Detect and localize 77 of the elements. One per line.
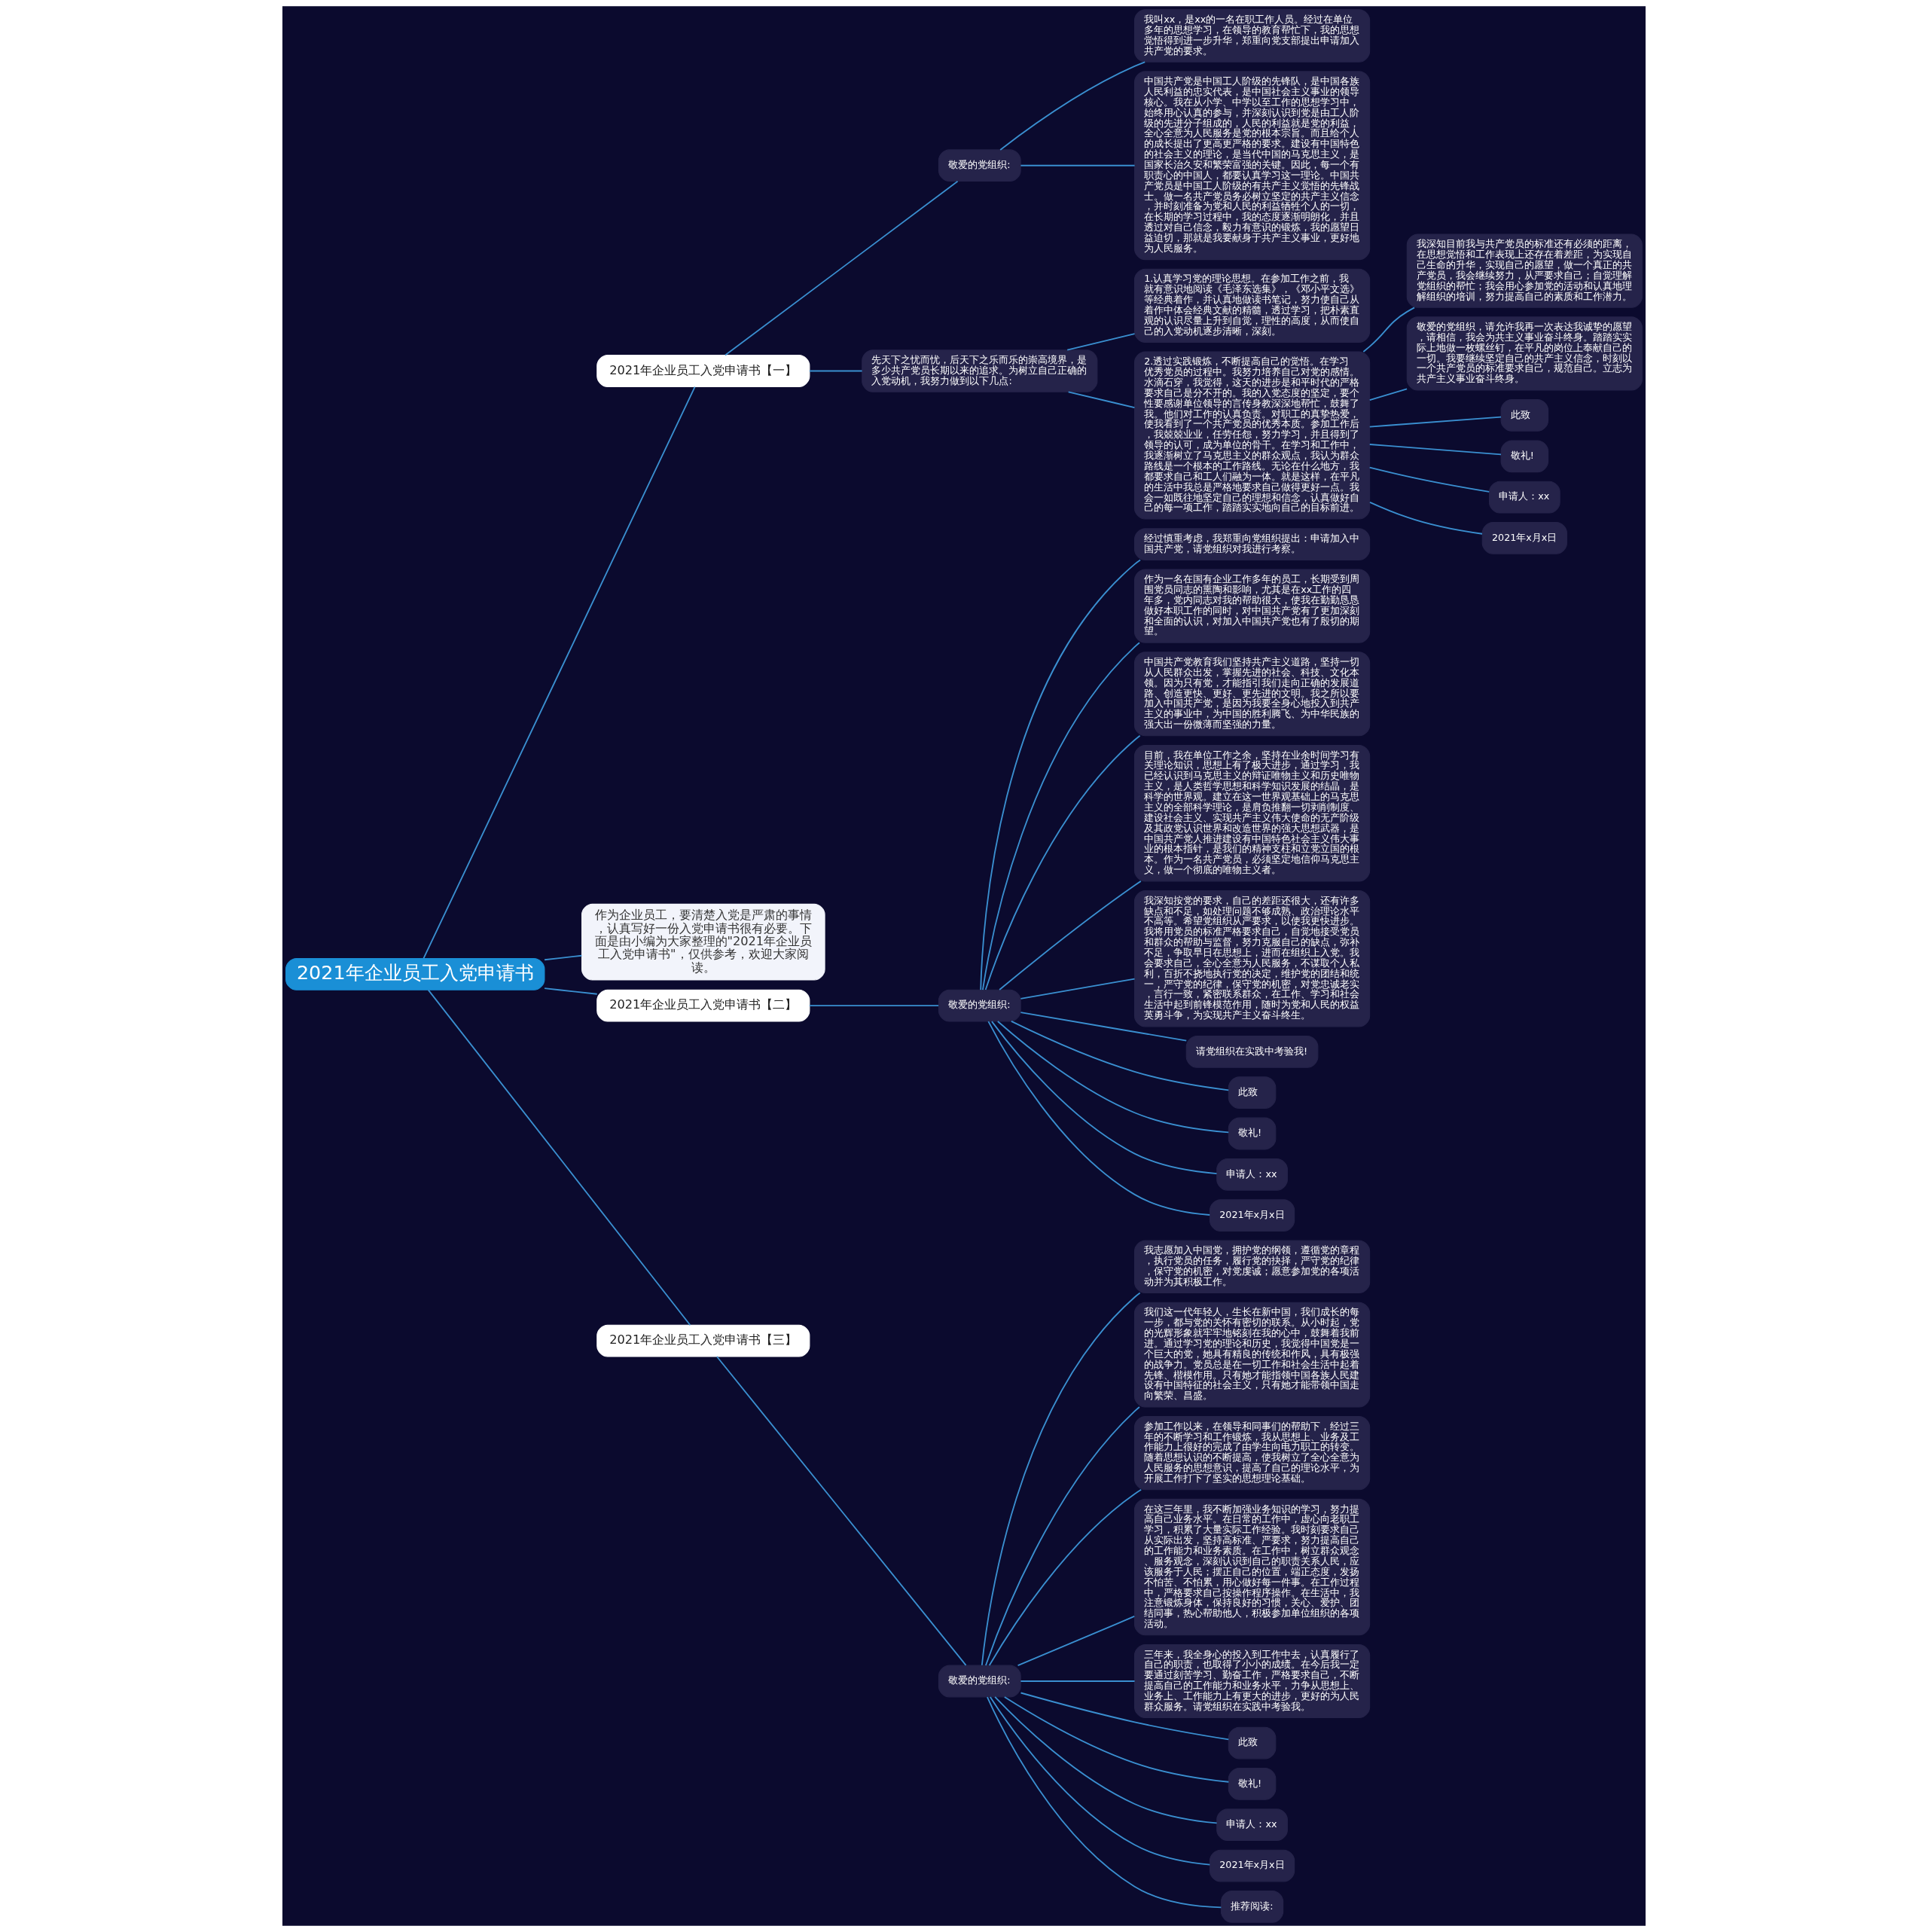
connector — [1003, 1696, 1230, 1783]
node-box: 先天下之忧而忧，后天下之乐而乐的崇高境界，是多少共产党员长期以来的追求。为树立自己正确的入党动机，我努力做到以下几点: — [862, 349, 1098, 392]
connector — [1368, 416, 1502, 428]
node-box: 此致 — [1228, 1076, 1277, 1109]
node-box: 2021年x月x日 — [1209, 1199, 1295, 1232]
connector — [996, 1021, 1230, 1134]
connector — [809, 370, 863, 372]
node-box: 我深知按党的要求，自己的差距还很大，还有许多缺点和不足，如处理问题不够成熟、政治理论水平不高等。希望党组织从严要求，以使我更快进步。我将用党员的标准严格要求自己，自觉地接受党员和群众的帮助与监督，努力克服自己的缺点，弥补不足，争取早日在思想上，进而在组织上入党。我会要求自己，全心全意为人民服务，不谋取个人私利，百折不挠地执行党的决定，维护党的团结和统一，严守党的纪律，保守党的机密，对党忠诚老实，言行一致，紧密联系群众，在工作、学习和社会生活中起到前锋模范作用，随时为党和人民的权益英勇斗争，为实现共产主义奋斗终生。 — [1133, 890, 1371, 1027]
connector — [1020, 1012, 1188, 1042]
node-box: 敬爱的党组织: — [938, 149, 1021, 182]
node-box: 作为企业员工，要清楚入党是严肃的事情，认真写好一份入党申请书很有必要。下面是由小编为大家整理的"2021年企业员工入党申请书"，仅供参考，欢迎大家阅读。 — [581, 903, 825, 981]
node-box: 申请人：xx — [1488, 481, 1560, 514]
node-box: 三年来，我全身心的投入到工作中去，认真履行了自己的职责，也取得了小小的成绩。在今后我一定要通过刻苦学习、勤奋工作，严格要求自己，不断提高自己的工作能力和业务水平，力争从思想上、业务上、工作能力上有更大的进步，更好的为人民群众服务。请党组织在实践中考验我。 — [1133, 1644, 1371, 1719]
connector — [987, 1021, 1211, 1216]
node-box: 2021年x月x日 — [1481, 522, 1567, 554]
node-box: 我志愿加入中国党，拥护党的纲领，遵循党的章程，执行党员的任务，履行党的抉择，严守党的纪律，保守党的机密，对党虔诚；愿意参加党的各项活动并为其积极工作。 — [1133, 1240, 1371, 1294]
node-box: 2021年x月x日 — [1209, 1849, 1295, 1882]
node-box: 目前，我在单位工作之余，坚持在业余时间学习有关理论知识，思想上有了极大进步，通过学习，我已经认识到马克思主义的辩证唯物主义和历史唯物主义，是人类哲学思想和科学知识发展的结晶，是科学的世界观。建立在这一世界观基础上的马克思主义的全部科学理论，是肩负推翻一切剥削制度、建设社会主义、实现共产主义伟大使命的无产阶级及其政党认识世界和改造世界的强大思想武器，是中国共产党人推进建设有中国特色社会主义伟大事业的根本指针，是我们的精神支柱和立党立国的根本。作为一名共产党员，必须坚定地信仰马克思主义，做一个彻底的唯物主义者。 — [1133, 744, 1371, 882]
node-box: 敬礼! — [1228, 1768, 1277, 1800]
connector — [1368, 388, 1408, 401]
node-box: 中国共产党教育我们坚持共产主义道路，坚持一切从人民群众出发，掌握先进的社会、科技、文化本领。因为只有党，才能指引我们走向正确的发展道路、创造更快、更好、更先进的文明。我之所以要加入中国共产党，是因为我要全身心地投入到共产主义的事业中，为中国的胜利腾飞、为中华民族的强大出一份微薄而坚强的力量。 — [1133, 652, 1371, 737]
node-box: 敬爱的党组织: — [938, 989, 1021, 1022]
connector — [1368, 466, 1490, 493]
connector — [985, 1406, 1140, 1666]
node-box: 2.透过实践锻炼，不断提高自己的觉悟。在学习优秀党员的过程中。我努力培养自己对党的感情。水滴石穿，我觉得，这天的进步是和平时代的严格要求自己是分不开的。我的入党态度的坚定，要个性要感谢单位领导的言传身教深深地帮忙，鼓舞了我。他们对工作的认真负责。对职工的真挚热爱，使我看到了一个共产党员的优秀本质。参加工作后，我兢兢业业，任劳任怨，努力学习，并且得到了领导的认可，成为单位的骨干。在学习和工作中，我逐渐树立了马克思主义的群众观点，我认为群众路线是一个根本的工作路线。无论在什么地方，我都要求自己和工人们融为一体。就是这样，在平凡的生活中我总是严格地要求自己做得更好一点。我会一如既往地坚定自己的理想和信念，认真做好自己的每一项工作，踏踏实实地向自己的目标前进。 — [1133, 351, 1371, 520]
connector — [984, 734, 1141, 990]
connector — [989, 1695, 1211, 1866]
node-box: 敬礼! — [1500, 440, 1549, 473]
node-box: 敬礼! — [1228, 1117, 1277, 1150]
connector — [1020, 164, 1136, 166]
connector — [1362, 307, 1415, 353]
connector — [988, 1488, 1142, 1666]
connector — [544, 987, 598, 995]
connector — [999, 61, 1146, 151]
node-box: 2021年企业员工入党申请书【一】 — [596, 355, 810, 387]
node-box: 此致 — [1228, 1726, 1277, 1760]
node-box: 中国共产党是中国工人阶级的先锋队，是中国各族人民利益的忠实代表，是中国社会主义事业的领导核心。我在从小学、中学以至工作的思想学习中，始终用心认真的参与，并深刻认识到党是由工人阶级的先进分子组成的，人民的利益就是党的利益，全心全意为人民服务是党的根本宗旨。而且给个人的成长提出了更高更严格的要求。建设有中国特色的社会主义的理论，是当代中国的马克思主义，是国家长治久安和繁荣富强的关键。因此，每一个有职责心的中国人，都要认真学习这一理论。中国共产党员是中国工人阶级的有共产主义觉悟的先锋战士。做一名共产党员务必树立坚定的共产主义信念，并时刻准备为党和人民的利益牺牲个人的一切，在长期的学习过程中，我的态度逐渐明朗化，并且透过对自己信念，毅力有意识的锻炼，我的愿望日益迫切，那就是我要献身于共产主义事业，更好地为人民服务。 — [1133, 71, 1371, 261]
connector — [1017, 1616, 1136, 1667]
node-box: 2021年企业员工入党申请书【三】 — [596, 1324, 810, 1357]
node-box: 推荐阅读: — [1220, 1890, 1284, 1923]
node-box: 我深知目前我与共产党员的标准还有必须的距离，在思想觉悟和工作表现上还存在着差距，为实现自己生命的升华，实现自己的愿望，做一个真正的共产党员，我会继续努力，从严要求自己；自觉理解党组织的帮忙；我会用心参加党的活动和认真地理解组织的培训，努力提高自己的素质和工作潜力。 — [1406, 233, 1643, 308]
connector — [809, 1005, 939, 1006]
node-box: 我叫xx，是xx的一名在职工作人员。经过在单位多年的思想学习，在领导的教育帮忙下，我的思想觉悟得到进一步升华，郑重向党支部提出申请加入共产党的要求。 — [1133, 9, 1371, 63]
node-box: 请党组织在实践中考验我! — [1185, 1035, 1319, 1068]
node-box: 在这三年里，我不断加强业务知识的学习，努力提高自己业务水平。在日常的工作中，虚心向老职工学习，积累了大量实际工作经验。我时刻要求自己从实际出发，坚持高标准、严要求，努力提高自己的工作能力和业务素质。在工作中，树立群众观念、服务观念，深刻认识到自己的职责关系人民，应该服务于人民；摆正自己的位置，端正态度，发扬不怕苦、不怕累，用心做好每一件事。在工作过程中，严格要求自己按操作程序操作。在生活中，我注意锻炼身体，保持良好的习惯，关心、爱护、团结同事，热心帮助他人，积极参加单位组织的各项活动。 — [1133, 1498, 1371, 1636]
connector — [1066, 333, 1136, 351]
node-box: 作为一名在国有企业工作多年的员工，长期受到周围党员同志的熏陶和影响，尤其是在xx工作的四年多，党内同志对我的帮助很大，使我在勤勤恳恳做好本职工作的同时，对中国共产党有了更加深刻和全面的认识，对加入中国共产党也有了殷切的期望。 — [1133, 569, 1371, 643]
connector — [423, 386, 696, 960]
node-box: 敬爱的党组织: — [938, 1665, 1021, 1698]
connector — [994, 1696, 1218, 1824]
node-box: 2021年企业员工入党申请书 — [285, 958, 545, 990]
node-box: 1.认真学习党的理论思想。在参加工作之前，我就有意识地阅读《毛泽东选集》，《邓小平文选》等经典着作，并认真地做读书笔记，努力使自己从着作中体会经典文献的精髓，透过学习，把朴素直观的认识尽量上升到自觉，理性的高度，从而使自己的入党动机逐步清晰，深刻。 — [1133, 268, 1371, 343]
node-box: 申请人：xx — [1216, 1808, 1288, 1842]
connector — [987, 1696, 1222, 1909]
connector — [715, 1356, 967, 1666]
node-box: 敬爱的党组织，请允许我再一次表达我诚挚的愿望，请相信，我会为共主义事业奋斗终身。踏踏实实际上地做一枚螺丝钉，在平凡的岗位上奉献自己的一切。我要继续坚定自己的共产主义信念，时刻以一个共产党员的标准要求自己，规范自己。立志为共产主义事业奋斗终身。 — [1406, 316, 1643, 391]
connector — [1020, 1680, 1136, 1682]
connector — [544, 954, 583, 961]
node-box: 此致 — [1500, 399, 1549, 432]
node-box: 2021年企业员工入党申请书【二】 — [596, 989, 810, 1022]
connector — [1020, 978, 1136, 1000]
node-box: 申请人：xx — [1216, 1158, 1288, 1191]
connector — [1368, 444, 1502, 456]
connector — [1369, 501, 1483, 535]
connector — [1010, 1021, 1230, 1091]
node-box: 我们这一代年轻人，生长在新中国，我们成长的每一步，都与党的关怀有密切的联系。从小时起，党的光辉形象就牢牢地铭刻在我的心中，鼓舞着我前进。通过学习党的理论和历史，我觉得中国党是一个巨大的党，她具有精良的传统和作风，具有极强的战争力。党员总是在一切工作和社会生活中起着先锋、楷模作用。只有她才能指领中国各族人民建设有中国特征的社会主义，只有她才能带领中国走向繁荣、昌盛。 — [1133, 1302, 1371, 1408]
connector — [981, 1292, 1141, 1666]
connector — [991, 1021, 1218, 1174]
connector — [427, 989, 691, 1326]
connector — [999, 880, 1142, 990]
connector — [1020, 1692, 1230, 1741]
node-box: 参加工作以来，在领导和同事们的帮助下，经过三年的不断学习和工作锻炼，我从思想上、业务及工作能力上很好的完成了由学生向电力职工的转变。随着思想认识的不断提高，使我树立了全心全意为人民服务的思想意识，提高了自己的理论水平，为开展工作打下了坚实的思想理论基础。 — [1133, 1416, 1371, 1491]
connector — [725, 180, 959, 356]
node-box: 经过慎重考虑，我郑重向党组织提出：申请加入中国共产党，请党组织对我进行考察。 — [1133, 528, 1371, 560]
connector — [980, 559, 1141, 991]
connector — [981, 642, 1140, 990]
connector — [1067, 391, 1136, 409]
